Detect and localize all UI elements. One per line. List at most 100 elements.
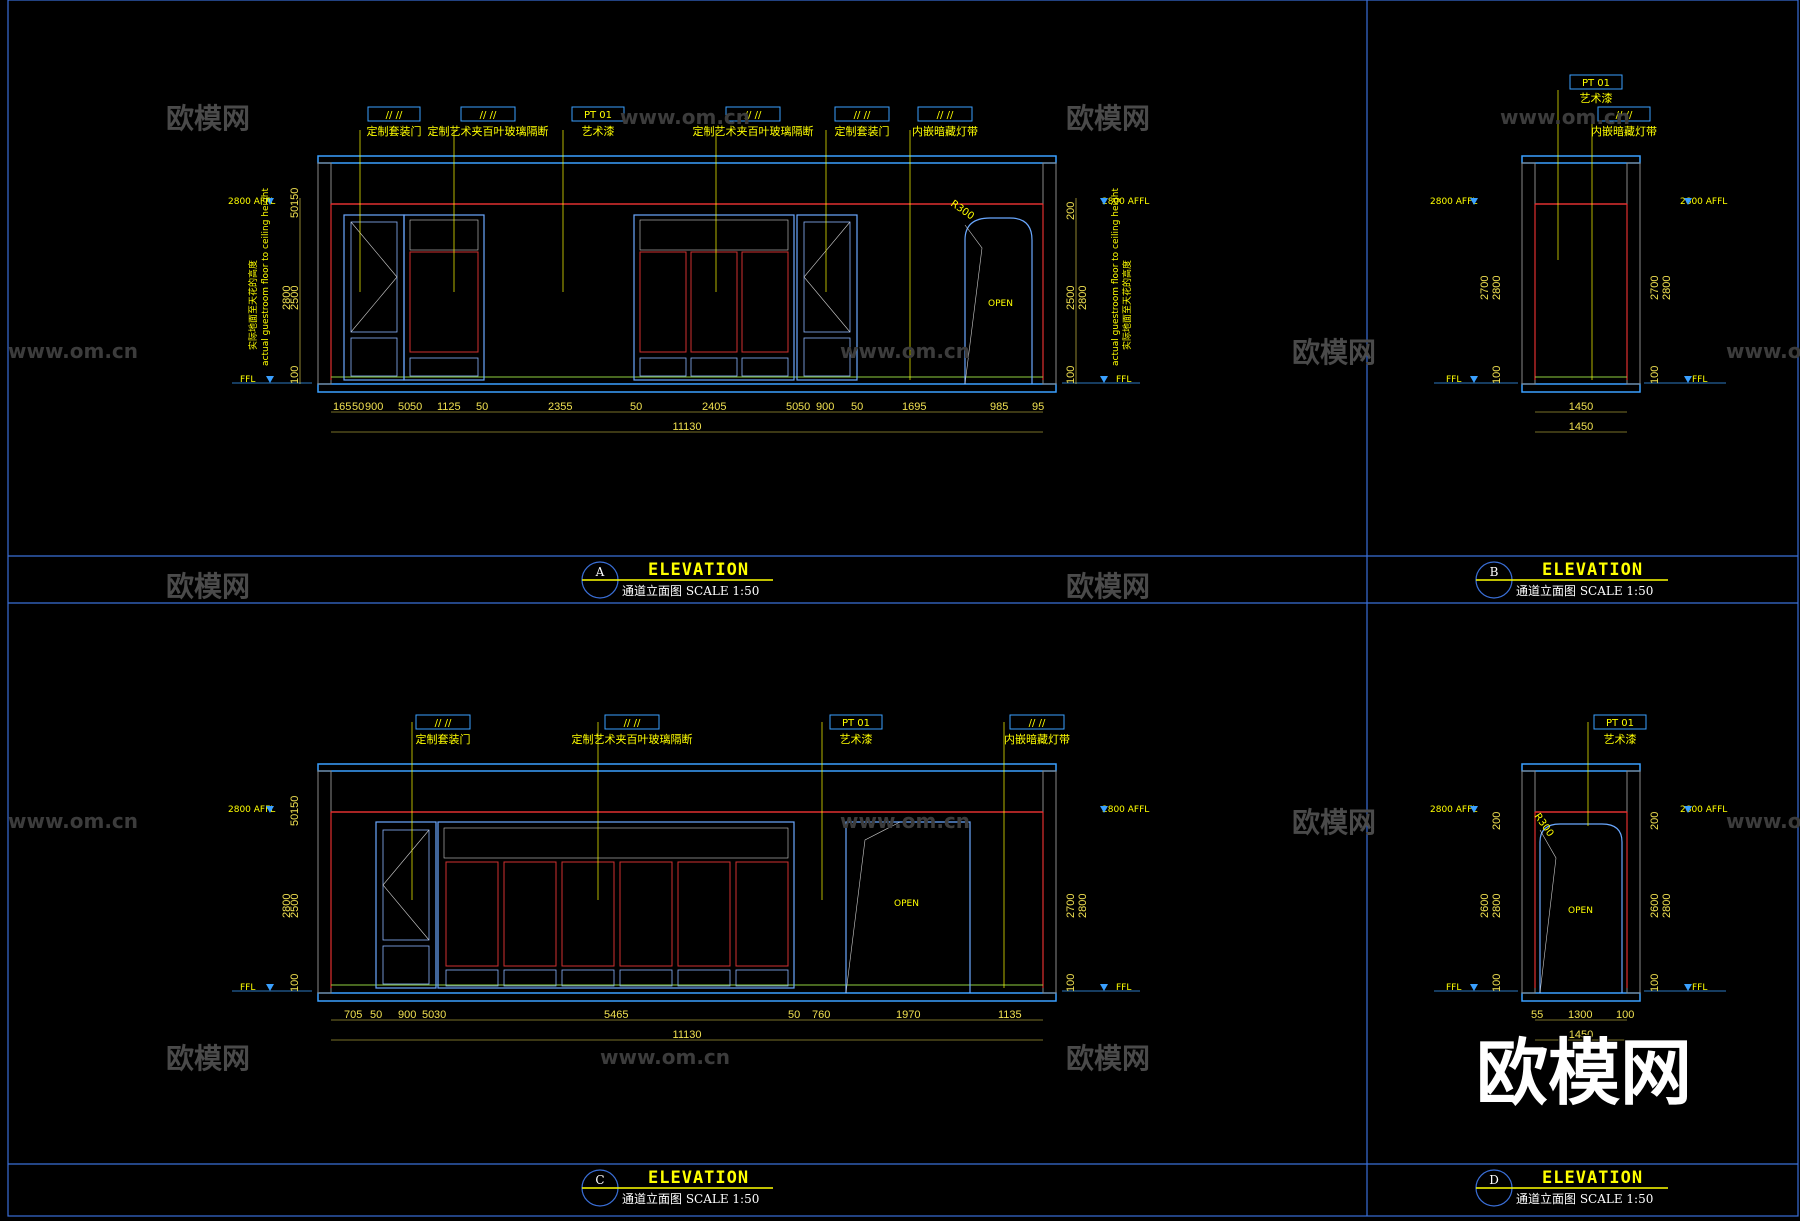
svg-text:定制艺术夹百叶玻璃隔断: 定制艺术夹百叶玻璃隔断 [693,124,814,138]
svg-text:165: 165 [333,401,351,413]
panel-d-ldim-3: 100 [1491,974,1503,992]
title-block-c: C ELEVATION 通道立面图 SCALE 1:50 [581,1168,773,1207]
panel-c-total-dim: 11130 [673,1029,702,1041]
panel-c-level-top-left: 2800 AFFL [228,805,275,815]
panel-d-rdim-2: 2800 [1661,894,1673,918]
svg-text:900: 900 [816,401,834,413]
panel-c-rdim-1: 2800 [1077,894,1089,918]
svg-text:欧模网: 欧模网 [166,1042,250,1075]
panel-b-tag-0: PT 01 艺术漆 [1569,74,1623,105]
panel-c-level-top-right: 2800 AFFL [1102,805,1149,815]
panel-a-level-top-left: 2800 AFFL [228,197,275,207]
panel-a-tag-4: // // 定制套装门 [834,106,890,138]
panel-a-note-en-right: actual guestroom floor to ceiling height [1111,188,1121,366]
panel-c-ldim-4: 100 [289,974,301,992]
panel-d-total-dim: 1450 [1569,1029,1593,1041]
svg-text:50: 50 [788,1009,800,1021]
watermark-layer: 欧模网 欧模网 欧模网 欧模网 欧模网 欧模网 欧模网 欧模网 www.om.c… [8,102,1800,1116]
panel-b-rdim-1: 2800 [1661,276,1673,300]
svg-text:www.om.cn: www.om.cn [1726,809,1800,833]
svg-text:// //: // // [624,718,641,729]
svg-text:100: 100 [1616,1009,1634,1021]
panel-c-ldim-3: 2800 [281,894,293,918]
svg-text:50: 50 [410,401,422,413]
panel-a-tag-1: // // 定制艺术夹百叶玻璃隔断 [428,106,549,138]
panel-c-rdim-0: 2700 [1065,894,1077,918]
svg-text:50: 50 [630,401,642,413]
svg-text:艺术漆: 艺术漆 [840,733,873,746]
logo-watermark: 欧模网 [1476,1031,1692,1115]
svg-text:1300: 1300 [1568,1009,1592,1021]
svg-text:PT 01: PT 01 [1606,718,1634,729]
svg-text:ELEVATION: ELEVATION [648,560,749,580]
svg-text:50: 50 [352,401,364,413]
svg-text:通道立面图 SCALE 1:50: 通道立面图 SCALE 1:50 [622,1191,759,1206]
svg-text:1970: 1970 [896,1009,920,1021]
svg-text:欧模网: 欧模网 [166,102,250,135]
svg-text:50: 50 [476,401,488,413]
svg-text:50: 50 [422,1009,434,1021]
panel-a-radius: R300 [948,198,976,222]
panel-a-rdim-2: 2800 [1077,286,1089,310]
title-block-d: D ELEVATION 通道立面图 SCALE 1:50 [1475,1168,1668,1207]
panel-a-ldim-4: 100 [289,366,301,384]
svg-text:www.om.cn: www.om.cn [1726,339,1800,363]
svg-text:PT 01: PT 01 [584,110,612,121]
panel-b-total-dim: 1450 [1569,421,1593,433]
svg-text:欧模网: 欧模网 [1066,570,1150,603]
svg-text:50: 50 [786,401,798,413]
svg-text:// //: // // [1616,110,1633,121]
svg-text:定制套装门: 定制套装门 [416,732,471,746]
svg-text:PT 01: PT 01 [842,718,870,729]
panel-a-level-top-right: 2800 AFFL [1102,197,1149,207]
svg-text:欧模网: 欧模网 [166,570,250,603]
svg-text:705: 705 [344,1009,362,1021]
panel-a-note-cn-left: 实际地面至天花的高度 [247,260,259,350]
svg-text:通道立面图 SCALE 1:50: 通道立面图 SCALE 1:50 [1516,1191,1653,1206]
panel-d-ldim-0: 200 [1491,812,1503,830]
panel-c-ldim-0: 50 [289,814,301,826]
svg-text:www.om.cn: www.om.cn [620,105,750,129]
panel-c-open-label: OPEN [894,899,919,909]
panel-b-ldim-2: 100 [1491,366,1503,384]
title-block-b: B ELEVATION 通道立面图 SCALE 1:50 [1475,560,1668,599]
panel-a-tag-2: PT 01 艺术漆 [571,106,625,138]
panel-d-rdim-0: 200 [1649,812,1661,830]
svg-text:900: 900 [398,1009,416,1021]
panel-c-bottom-dims: 705 50 900 50 30 5465 50 760 1970 1135 [344,1009,1022,1021]
elevation-c: // // 定制套装门 // // 定制艺术夹百叶玻璃隔断 PT 01 艺术漆 … [228,714,1149,1041]
panel-a-note-cn-right: 实际地面至天花的高度 [1121,260,1133,350]
panel-d-ldim-2: 2800 [1491,894,1503,918]
svg-text:// //: // // [745,110,762,121]
panel-a-total-dim: 11130 [673,421,702,433]
svg-text:2355: 2355 [548,401,572,413]
panel-b-bottom-dim: 1450 [1569,401,1593,413]
svg-text:定制套装门: 定制套装门 [367,124,422,138]
svg-text:欧模网: 欧模网 [1066,1042,1150,1075]
panel-b-level-top-left: 2800 AFFL [1430,197,1477,207]
panel-a-open-label: OPEN [988,299,1013,309]
panel-a-rdim-0: 200 [1065,202,1077,220]
svg-text:// //: // // [435,718,452,729]
svg-text:内嵌暗藏灯带: 内嵌暗藏灯带 [912,124,978,138]
panel-b-rdim-2: 100 [1649,366,1661,384]
panel-a-rdim-1: 2500 [1065,286,1077,310]
svg-text:55: 55 [1531,1009,1543,1021]
panel-c-ldim-1: 150 [289,796,301,814]
panel-d-bottom-dims: 55 1300 100 [1531,1009,1634,1021]
svg-text:95: 95 [1032,401,1044,413]
svg-text:www.om.cn: www.om.cn [1500,105,1630,129]
svg-text:ELEVATION: ELEVATION [1542,1168,1643,1188]
svg-text:50: 50 [851,401,863,413]
svg-text:内嵌暗藏灯带: 内嵌暗藏灯带 [1591,124,1657,138]
svg-text:1695: 1695 [902,401,926,413]
panel-d-level-top-right: 2800 AFFL [1680,805,1727,815]
panel-b-rdim-0: 2700 [1649,276,1661,300]
panel-a-ldim-3: 2800 [281,286,293,310]
svg-text:// //: // // [480,110,497,121]
svg-text:ELEVATION: ELEVATION [1542,560,1643,580]
svg-text:// //: // // [854,110,871,121]
panel-b-level-ffl-left: FFL [1446,375,1461,385]
panel-a-ldim-2: 2500 [289,286,301,310]
